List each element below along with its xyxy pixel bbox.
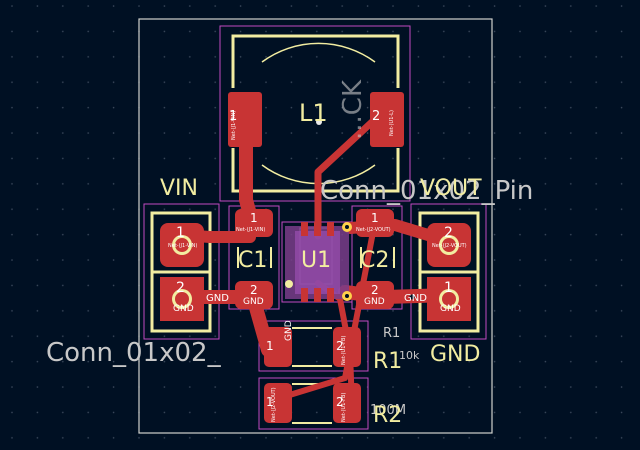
vias (285, 222, 418, 303)
c2-pad-1 (356, 209, 394, 237)
r2-pad-1 (264, 383, 292, 423)
l1-pad-2 (370, 92, 404, 147)
c1-pad-2 (235, 281, 273, 309)
resistor-r2[interactable] (259, 378, 368, 429)
c2-pad-2 (356, 281, 394, 309)
ic-u1[interactable] (282, 222, 352, 302)
board-outline (138, 18, 493, 434)
capacitor-c2[interactable] (352, 206, 402, 309)
capacitor-c1[interactable] (229, 206, 279, 309)
r2-pad-2 (333, 383, 361, 423)
connector-j2[interactable] (411, 204, 486, 339)
resistor-r1[interactable] (259, 321, 368, 371)
inductor-l1[interactable] (220, 26, 410, 201)
r1-pad-1 (264, 327, 292, 367)
l1-pad-1 (228, 92, 262, 147)
drill-holes (172, 235, 459, 309)
connector-j1[interactable] (144, 204, 219, 339)
r1-pad-2 (333, 327, 361, 367)
c1-pad-1 (235, 209, 273, 237)
